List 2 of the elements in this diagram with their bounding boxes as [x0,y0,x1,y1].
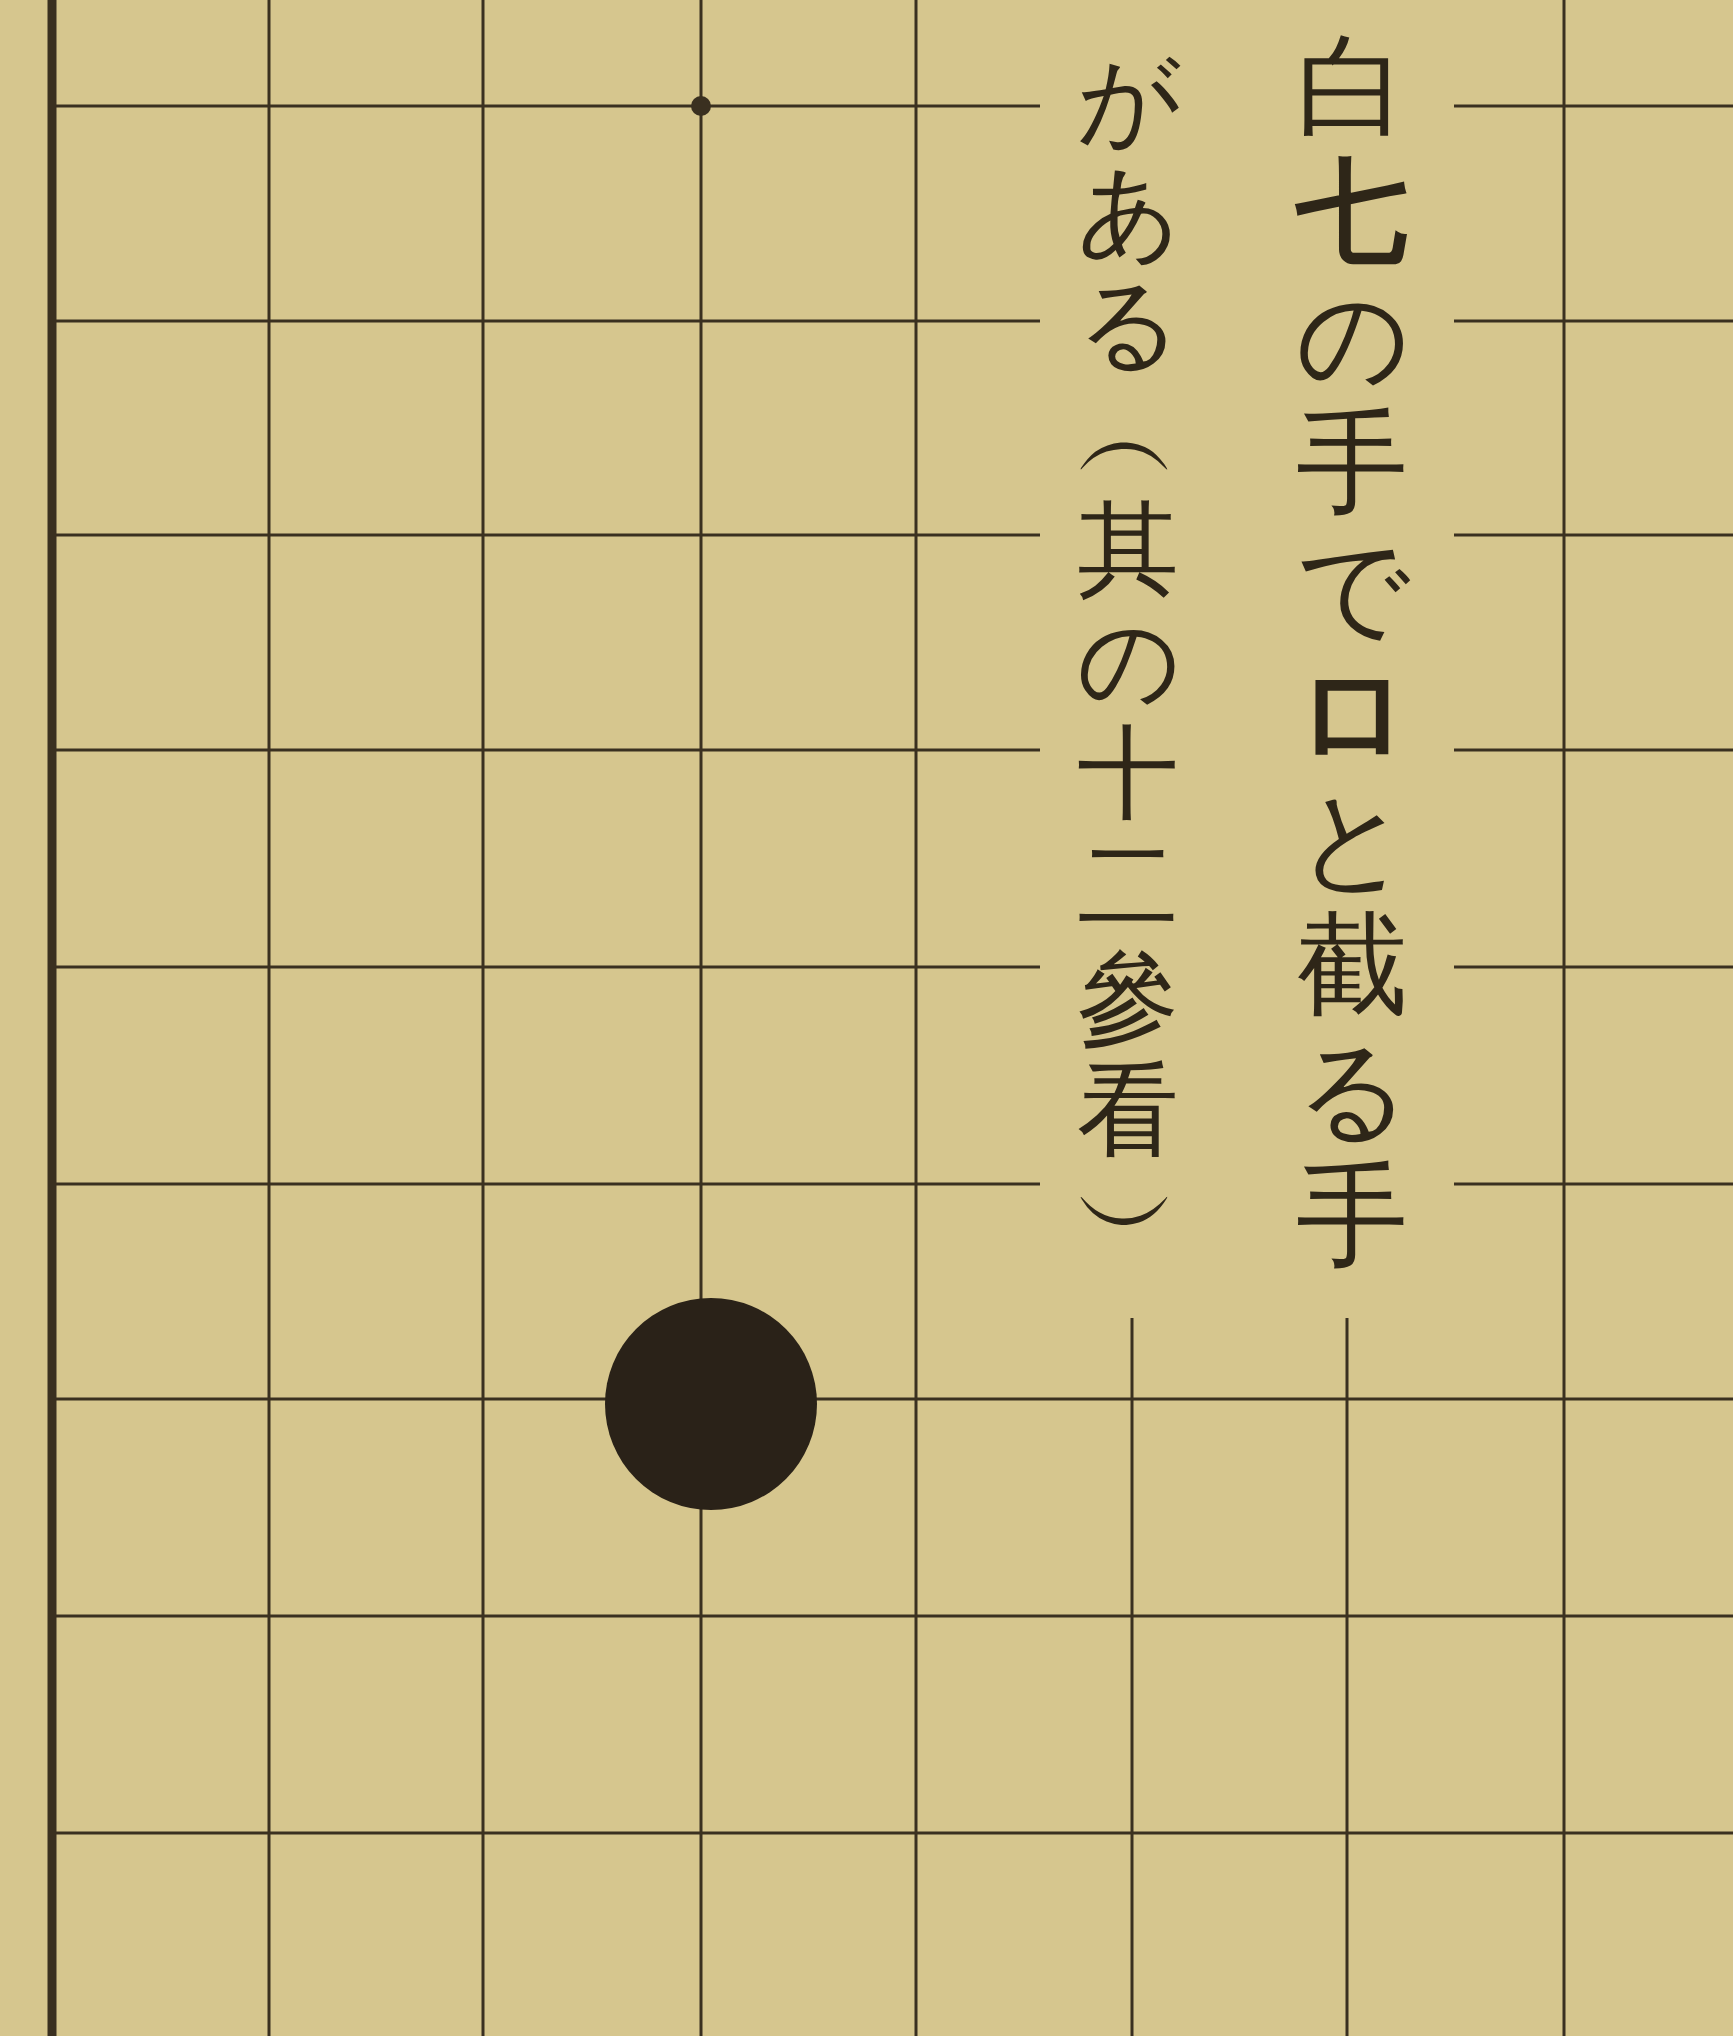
vertical-annotation: がある︵其の十二參看︶ [1077,44,1179,1279]
vertical-annotation: 白七の手でロと截る手 [1296,24,1408,1279]
